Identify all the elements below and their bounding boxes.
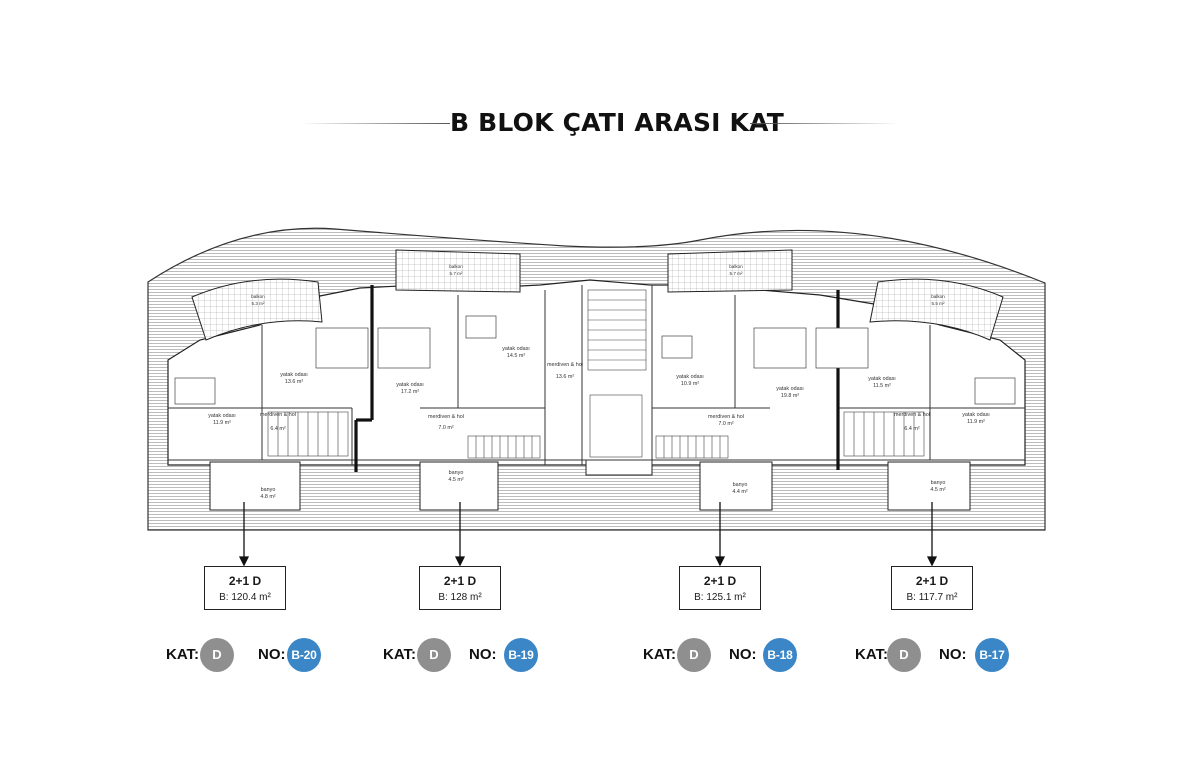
svg-text:5.3 m²: 5.3 m² [251,301,264,306]
svg-text:merdiven & hol: merdiven & hol [428,414,464,420]
no-label: NO: [469,646,497,663]
svg-text:6.4 m²: 6.4 m² [904,426,919,432]
unit-area: B: 125.1 m² [694,592,746,603]
b20-balcony [191,278,323,341]
svg-text:11.9 m²: 11.9 m² [213,420,231,426]
svg-text:yatak odası: yatak odası [962,412,990,418]
svg-text:11.5 m²: 11.5 m² [873,383,891,389]
svg-text:4.4 m²: 4.4 m² [732,489,747,495]
b19-labels: balkon 5.7 m² yatak odası 17.2 m² yatak … [396,264,530,483]
svg-text:yatak odası: yatak odası [868,376,896,382]
core-labels: merdiven & hol 13.6 m² [547,362,583,380]
svg-text:banyo: banyo [733,482,748,488]
svg-text:5.5 m²: 5.5 m² [931,301,944,306]
beds [174,315,1016,405]
unit-no-badge[interactable]: B-19 [504,638,538,672]
unit-no-badge[interactable]: B-20 [287,638,321,672]
svg-text:merdiven & hol: merdiven & hol [894,412,930,418]
unit-type: 2+1 D [443,574,477,588]
svg-text:merdiven & hol: merdiven & hol [260,412,296,418]
svg-text:14.5 m²: 14.5 m² [507,353,525,359]
svg-text:13.6 m²: 13.6 m² [285,379,303,385]
title-divider-left [300,123,450,124]
unit-card-b18[interactable]: 2+1 D B: 125.1 m² [679,566,761,610]
page-title: B BLOK ÇATI ARASI KAT [450,108,784,137]
kat-badge: D [417,638,451,672]
no-label: NO: [258,646,286,663]
unit-no-badge[interactable]: B-18 [763,638,797,672]
svg-text:merdiven & hol: merdiven & hol [708,414,744,420]
svg-text:4.8 m²: 4.8 m² [260,494,275,500]
kat-badge: D [677,638,711,672]
b17-banyo-room [887,461,971,511]
svg-text:19.8 m²: 19.8 m² [781,393,799,399]
unit-info-b19: KAT: D NO: B-19 [383,638,583,672]
svg-text:balkon: balkon [729,264,743,269]
svg-text:5.7 m²: 5.7 m² [449,271,462,276]
staircases [267,289,925,459]
svg-text:banyo: banyo [449,470,464,476]
kat-label: KAT: [166,646,200,663]
unit-area: B: 128 m² [438,592,482,603]
b18-balcony [667,249,793,293]
unit-info-b18: KAT: D NO: B-18 [643,638,843,672]
no-label: NO: [729,646,757,663]
b19-balcony [395,249,521,293]
kat-label: KAT: [643,646,677,663]
b20-labels: balkon 5.3 m² yatak odası 11.9 m² yatak … [208,294,308,500]
kat-badge: D [200,638,234,672]
svg-text:balkon: balkon [251,294,265,299]
kat-label: KAT: [383,646,417,663]
svg-text:5.7 m²: 5.7 m² [729,271,742,276]
svg-text:balkon: balkon [931,294,945,299]
svg-text:yatak odası: yatak odası [676,374,704,380]
svg-text:10.9 m²: 10.9 m² [681,381,699,387]
core-lower [585,459,653,476]
unit-type: 2+1 D [915,574,949,588]
b17-balcony [869,278,1004,341]
b19-banyo-room [419,461,499,511]
svg-text:13.6 m²: 13.6 m² [556,374,574,380]
b17-labels: balkon 5.5 m² yatak odası 11.5 m² yatak … [868,294,990,493]
title-divider-right [750,123,900,124]
unit-card-b19[interactable]: 2+1 D B: 128 m² [419,566,501,610]
svg-text:4.5 m²: 4.5 m² [930,487,945,493]
unit-type: 2+1 D [228,574,262,588]
kat-badge: D [887,638,921,672]
title-bar: B BLOK ÇATI ARASI KAT [0,104,1200,144]
party-walls [354,285,840,472]
svg-text:banyo: banyo [261,487,276,493]
svg-text:7.0 m²: 7.0 m² [718,421,733,427]
svg-text:yatak odası: yatak odası [280,372,308,378]
unit-area: B: 120.4 m² [219,592,271,603]
svg-text:merdiven & hol: merdiven & hol [547,362,583,368]
svg-text:yatak odası: yatak odası [396,382,424,388]
b18-labels: balkon 5.7 m² yatak odası 10.9 m² yatak … [676,264,804,495]
unit-card-b20[interactable]: 2+1 D B: 120.4 m² [204,566,286,610]
svg-text:4.5 m²: 4.5 m² [448,477,463,483]
svg-text:6.4 m²: 6.4 m² [270,426,285,432]
svg-text:banyo: banyo [931,480,946,486]
svg-text:11.9 m²: 11.9 m² [967,419,985,425]
svg-text:yatak odası: yatak odası [502,346,530,352]
b20-banyo-room [209,461,301,511]
unit-no-badge[interactable]: B-17 [975,638,1009,672]
no-label: NO: [939,646,967,663]
unit-info-b20: KAT: D NO: B-20 [166,638,366,672]
b18-banyo-room [699,461,773,511]
svg-text:yatak odası: yatak odası [776,386,804,392]
kat-label: KAT: [855,646,889,663]
unit-card-b17[interactable]: 2+1 D B: 117.7 m² [891,566,973,610]
svg-text:17.2 m²: 17.2 m² [401,389,419,395]
svg-text:balkon: balkon [449,264,463,269]
unit-pointers [238,502,938,567]
unit-area: B: 117.7 m² [906,592,958,603]
unit-info-b17: KAT: D NO: B-17 [855,638,1055,672]
unit-type: 2+1 D [703,574,737,588]
svg-text:7.0 m²: 7.0 m² [438,425,453,431]
svg-text:yatak odası: yatak odası [208,413,236,419]
